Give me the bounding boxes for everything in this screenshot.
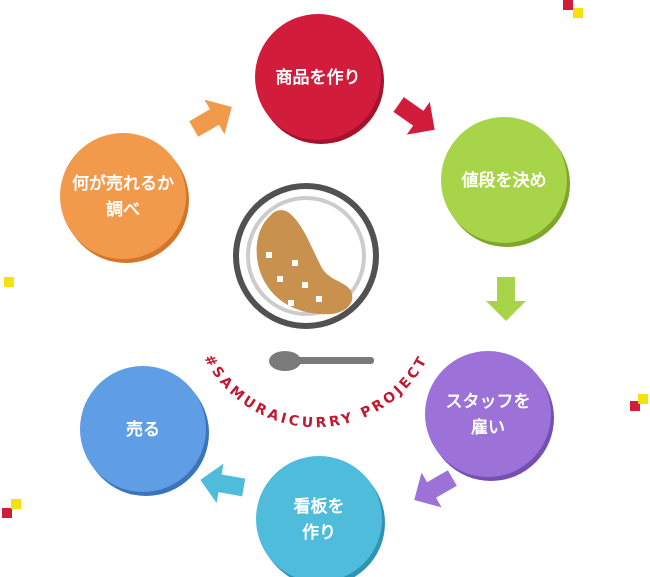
flow-arrow-icon (200, 463, 246, 504)
decor-square (11, 499, 21, 509)
step-label: 何が売れるか (72, 173, 174, 194)
step-label: スタッフを (446, 392, 531, 412)
rice-grain (277, 276, 283, 282)
step-node-sell: 売る (80, 366, 209, 496)
flow-arrow-icon (414, 470, 457, 508)
step-label: 看板を (293, 496, 345, 517)
spoon-icon (269, 351, 374, 371)
step-node-make-product: 商品を作り (255, 14, 384, 144)
decor-squares (2, 0, 648, 518)
step-node-circle (256, 456, 382, 577)
curry-shape (256, 210, 353, 315)
rice-grain (316, 296, 322, 302)
flow-arrow-icon (486, 277, 526, 321)
rice-grain (266, 252, 272, 258)
step-node-circle (60, 133, 186, 259)
step-node-circle (255, 14, 381, 140)
step-label: 商品を作り (276, 67, 361, 88)
step-label: 売る (126, 419, 160, 440)
decor-square (4, 277, 14, 287)
step-node-circle (441, 117, 567, 243)
rice-grain (292, 260, 298, 266)
step-label: 雇い (471, 417, 505, 438)
plate-outer-ring (233, 183, 379, 329)
step-node-set-price: 値段を決め (441, 117, 570, 247)
rice-grain (288, 300, 294, 306)
decor-square (638, 394, 648, 404)
curry-plate-icon (233, 183, 379, 371)
flow-arrow-icon (189, 99, 232, 137)
cycle-arrows (189, 97, 526, 508)
decor-square (563, 0, 573, 10)
step-label: 値段を決め (461, 170, 547, 191)
flow-arrow-icon (393, 97, 435, 135)
decor-square (2, 508, 12, 518)
rice-grain (302, 282, 308, 288)
step-node-circle (80, 366, 206, 492)
step-label: 作り (302, 522, 336, 543)
step-node-circle (425, 351, 551, 477)
plate-inner-ring (246, 196, 366, 316)
step-label: 調べ (106, 199, 140, 220)
decor-square (573, 8, 583, 18)
decor-square (630, 401, 640, 411)
